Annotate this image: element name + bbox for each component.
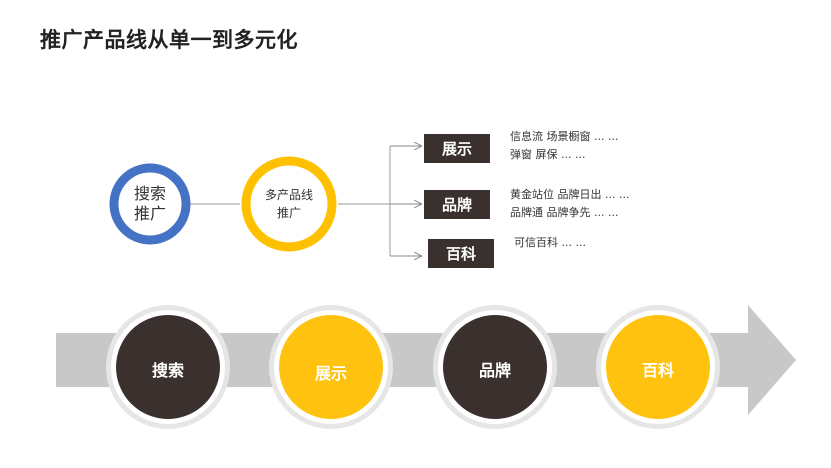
baike-notes: 可信百科 ... ... bbox=[514, 234, 586, 252]
stage-circle-baike bbox=[606, 315, 710, 419]
timeline-arrow bbox=[56, 305, 796, 415]
search-circle-ring bbox=[109, 163, 191, 245]
page-title: 推广产品线从单一到多元化 bbox=[40, 28, 298, 52]
product-box-display: 展示 bbox=[424, 134, 490, 163]
product-box-brand: 品牌 bbox=[424, 190, 490, 219]
note-line: 信息流 场景橱窗 ... ... bbox=[510, 130, 619, 143]
stage-label-display: 展示 bbox=[314, 364, 347, 383]
note-line: 可信百科 ... ... bbox=[514, 236, 586, 249]
brand-notes: 黄金站位 品牌日出 ... ... 品牌通 品牌争先 ... ... bbox=[510, 186, 629, 222]
multi-product-circle-ring bbox=[241, 156, 337, 252]
stage-label-baike: 百科 bbox=[641, 361, 674, 380]
display-notes: 信息流 场景橱窗 ... ... 弹窗 屏保 ... ... bbox=[510, 128, 618, 164]
stage-circle-display bbox=[279, 315, 383, 419]
stage-label-search: 搜索 bbox=[151, 361, 184, 380]
stage-label-brand: 品牌 bbox=[478, 361, 511, 380]
product-box-baike: 百科 bbox=[428, 239, 494, 268]
stage-circle-brand bbox=[443, 315, 547, 419]
search-circle-label: 搜索 推广 bbox=[133, 184, 166, 223]
timeline-stages bbox=[106, 305, 720, 429]
stage-circle-search bbox=[116, 315, 220, 419]
note-line: 品牌通 品牌争先 ... ... bbox=[510, 206, 619, 219]
note-line: 黄金站位 品牌日出 ... ... bbox=[510, 188, 630, 201]
multi-product-circle-label: 多产品线 推广 bbox=[264, 188, 313, 220]
note-line: 弹窗 屏保 ... ... bbox=[510, 148, 586, 161]
